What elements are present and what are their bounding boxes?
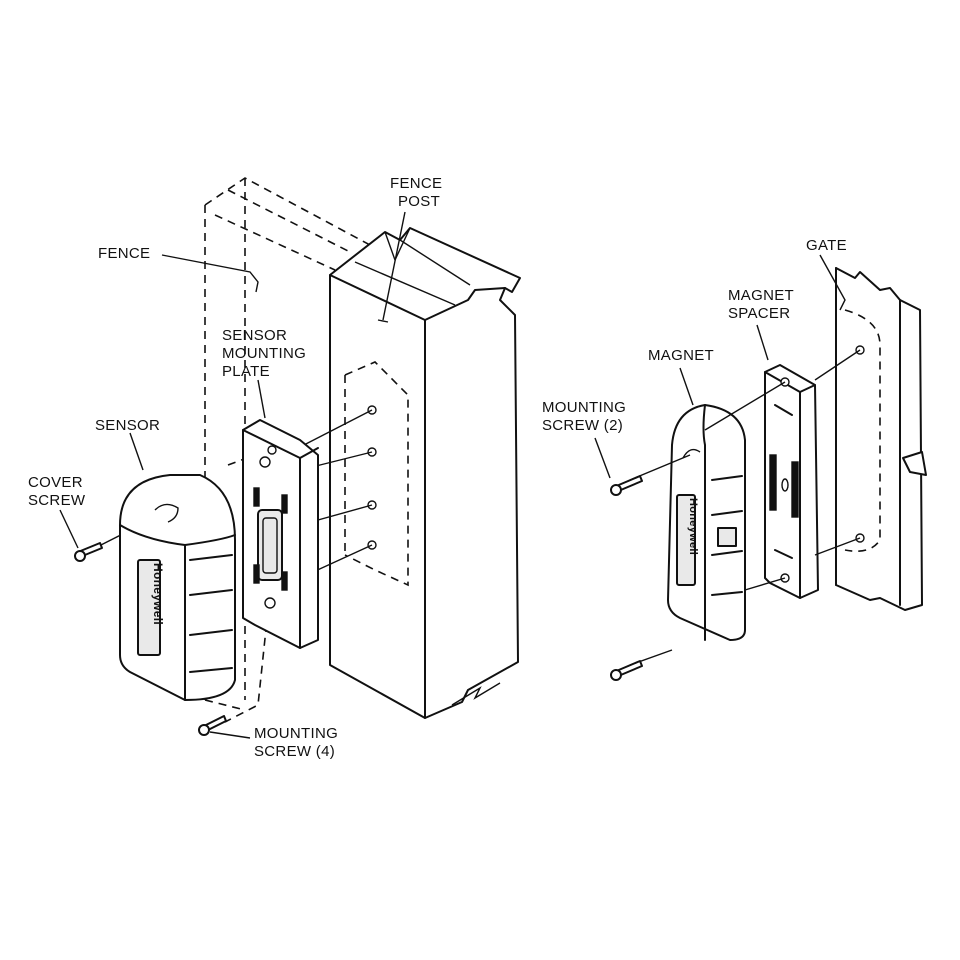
label-magnet: MAGNET [648,347,714,364]
label-sensor-mounting-plate: SENSOR MOUNTING PLATE [222,327,311,380]
label-gate: GATE [806,237,847,254]
label-sensor: SENSOR [95,417,160,434]
magnet-unit: Honeywell [667,404,746,641]
label-fence: FENCE [98,245,150,262]
label-fence-post: FENCE POST [390,175,447,210]
fence-post [329,227,521,719]
cover-screw [74,542,103,562]
label-magnet-spacer: MAGNET SPACER [728,287,798,322]
leader-lines [59,211,846,739]
label-mounting-screw-2: MOUNTING SCREW (2) [542,399,631,434]
label-cover-screw: COVER SCREW [28,474,87,509]
magnet-spacer [764,364,819,599]
mounting-screw-right-top [610,475,643,496]
sensor-brand-logo: Honeywell [151,563,165,625]
gate [835,267,927,611]
sensor-unit: Honeywell [119,474,236,701]
magnet-brand-logo: Honeywell [687,498,699,555]
label-mounting-screw-4: MOUNTING SCREW (4) [254,725,343,760]
mounting-screw-left [198,715,227,736]
mounting-screw-right-bottom [610,660,643,681]
sensor-mounting-plate [242,419,319,649]
